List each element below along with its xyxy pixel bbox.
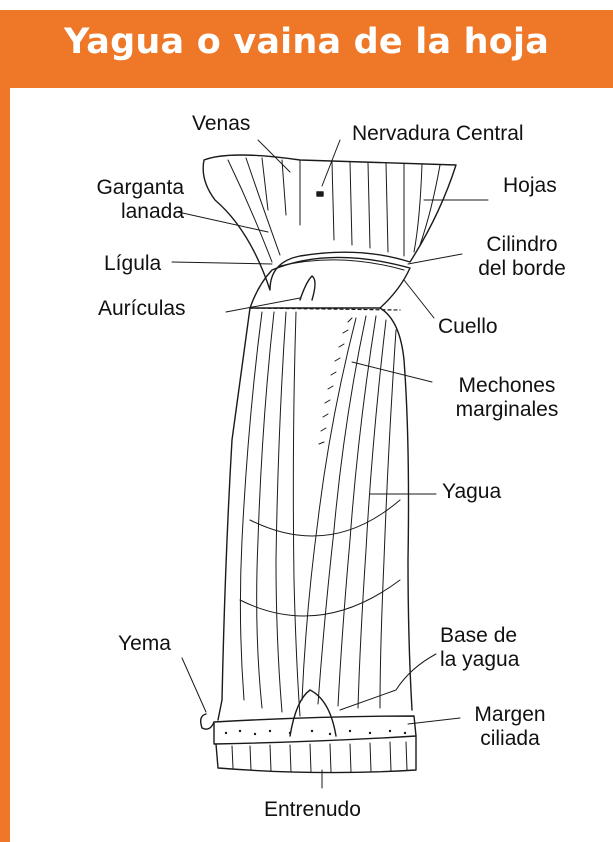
label-base-de-la-yagua: Base de la yagua [440, 624, 519, 672]
label-entrenudo: Entrenudo [264, 798, 361, 822]
label-nervadura-central: Nervadura Central [352, 122, 524, 146]
label-cilindro-del-borde: Cilindro del borde [462, 233, 582, 281]
bud [201, 714, 214, 729]
midrib-mark [317, 192, 323, 196]
label-garganta-lanada: Garganta lanada [60, 176, 184, 224]
label-yema: Yema [118, 632, 171, 656]
leader-lines [172, 140, 488, 788]
sheath-veins [240, 312, 400, 716]
label-venas: Venas [192, 112, 250, 136]
ciliate-margin [214, 716, 416, 744]
label-ligula: Lígula [104, 252, 161, 276]
marginal-tufts [319, 318, 352, 444]
sheath-base [290, 690, 336, 736]
label-auriculas: Aurículas [98, 297, 186, 321]
label-margen-ciliada: Margen ciliada [455, 703, 565, 751]
internode-lines [232, 742, 407, 772]
label-hojas: Hojas [503, 174, 557, 198]
margin-dots [225, 730, 406, 735]
label-mechones-marginales: Mechones marginales [432, 374, 582, 422]
label-cuello: Cuello [438, 315, 498, 339]
label-yagua: Yagua [442, 480, 501, 504]
blade-veins [228, 158, 440, 262]
auricle [300, 276, 315, 300]
